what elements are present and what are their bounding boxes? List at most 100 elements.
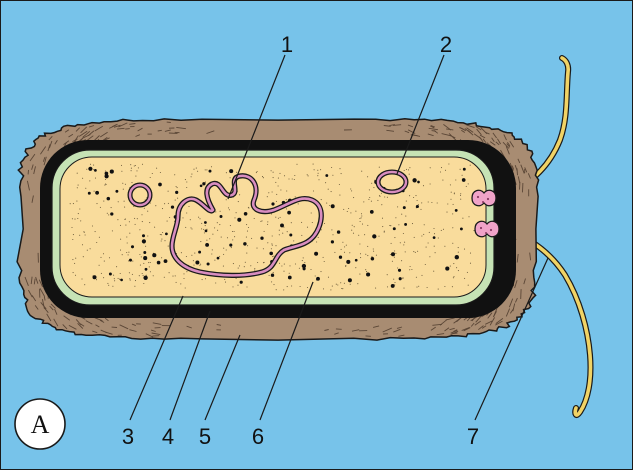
stipple-dot <box>414 237 415 238</box>
stipple-dot <box>369 189 370 190</box>
ribosome <box>142 234 145 237</box>
stipple-dot <box>278 185 279 186</box>
stipple-dot <box>205 225 206 226</box>
stipple-dot <box>254 218 255 219</box>
ribosome <box>271 202 274 205</box>
stipple-dot <box>236 278 237 279</box>
stipple-dot <box>341 249 342 250</box>
stipple-dot <box>416 287 417 288</box>
stipple-dot <box>363 201 364 202</box>
ribosome <box>289 234 292 237</box>
stipple-dot <box>375 288 376 289</box>
stipple-dot <box>154 227 155 228</box>
stipple-dot <box>431 202 432 203</box>
stipple-dot <box>450 184 451 185</box>
stipple-dot <box>401 214 402 215</box>
stipple-dot <box>200 264 201 265</box>
stipple-dot <box>341 288 342 289</box>
stipple-dot <box>470 165 471 166</box>
stipple-dot <box>365 254 366 255</box>
stipple-dot <box>82 178 83 179</box>
ribosome <box>463 168 466 171</box>
stipple-dot <box>344 252 345 253</box>
stipple-dot <box>430 183 431 184</box>
stipple-dot <box>444 246 445 247</box>
stipple-dot <box>80 220 81 221</box>
stipple-dot <box>120 225 121 226</box>
stipple-dot <box>128 254 129 255</box>
stipple-dot <box>228 207 229 208</box>
stipple-dot <box>267 224 268 225</box>
stipple-dot <box>214 227 215 228</box>
stipple-dot <box>350 188 351 189</box>
stipple-dot <box>415 195 416 196</box>
stipple-dot <box>405 251 406 252</box>
stipple-dot <box>377 200 378 201</box>
ribosome <box>143 276 147 280</box>
ribosome <box>346 260 350 264</box>
stipple-dot <box>161 234 162 235</box>
ribosome <box>205 230 208 233</box>
stipple-dot <box>161 240 162 241</box>
stipple-dot <box>185 287 186 288</box>
stipple-dot <box>131 168 132 169</box>
stipple-dot <box>169 272 170 273</box>
stipple-dot <box>336 284 337 285</box>
stipple-dot <box>331 191 332 192</box>
ribosome <box>115 190 118 193</box>
ribosome <box>88 192 91 195</box>
stipple-dot <box>177 198 178 199</box>
stipple-dot <box>317 170 318 171</box>
stipple-dot <box>212 249 213 250</box>
stipple-dot <box>398 224 399 225</box>
stipple-dot <box>72 259 73 260</box>
stipple-dot <box>254 270 255 271</box>
ribosome <box>371 257 374 260</box>
ribosome <box>220 215 223 218</box>
stipple-dot <box>453 277 454 278</box>
stipple-dot <box>168 246 169 247</box>
ribosome <box>244 212 248 216</box>
ribosome <box>445 267 449 271</box>
stipple-dot <box>226 199 227 200</box>
stipple-dot <box>473 230 474 231</box>
ribosome <box>165 233 168 236</box>
stipple-dot <box>77 218 78 219</box>
stipple-dot <box>312 222 313 223</box>
stipple-dot <box>275 217 276 218</box>
stipple-dot <box>358 235 359 236</box>
stipple-dot <box>153 275 154 276</box>
stipple-dot <box>152 173 153 174</box>
ribosome <box>331 204 335 208</box>
stipple-dot <box>101 273 102 274</box>
ribosome <box>404 223 407 226</box>
stipple-dot <box>390 225 391 226</box>
stipple-dot <box>175 275 176 276</box>
stipple-dot <box>367 225 368 226</box>
stipple-dot <box>433 271 434 272</box>
stipple-dot <box>105 170 106 171</box>
stipple-dot <box>120 250 121 251</box>
stipple-dot <box>121 171 122 172</box>
stipple-dot <box>203 229 204 230</box>
stipple-dot <box>394 282 395 283</box>
ribosome <box>110 212 113 215</box>
stipple-dot <box>211 166 212 167</box>
stipple-dot <box>276 289 277 290</box>
stipple-dot <box>128 260 129 261</box>
stipple-dot <box>191 176 192 177</box>
stipple-dot <box>149 222 150 223</box>
stipple-dot <box>262 176 263 177</box>
stipple-dot <box>103 201 104 202</box>
stipple-dot <box>299 268 300 269</box>
stipple-dot <box>130 280 131 281</box>
stipple-dot <box>355 267 356 268</box>
stipple-dot <box>468 216 469 217</box>
stipple-dot <box>95 231 96 232</box>
stipple-dot <box>468 285 469 286</box>
stipple-dot <box>73 234 74 235</box>
stipple-dot <box>139 275 140 276</box>
stipple-dot <box>452 213 453 214</box>
stipple-dot <box>361 213 362 214</box>
stipple-dot <box>182 217 183 218</box>
